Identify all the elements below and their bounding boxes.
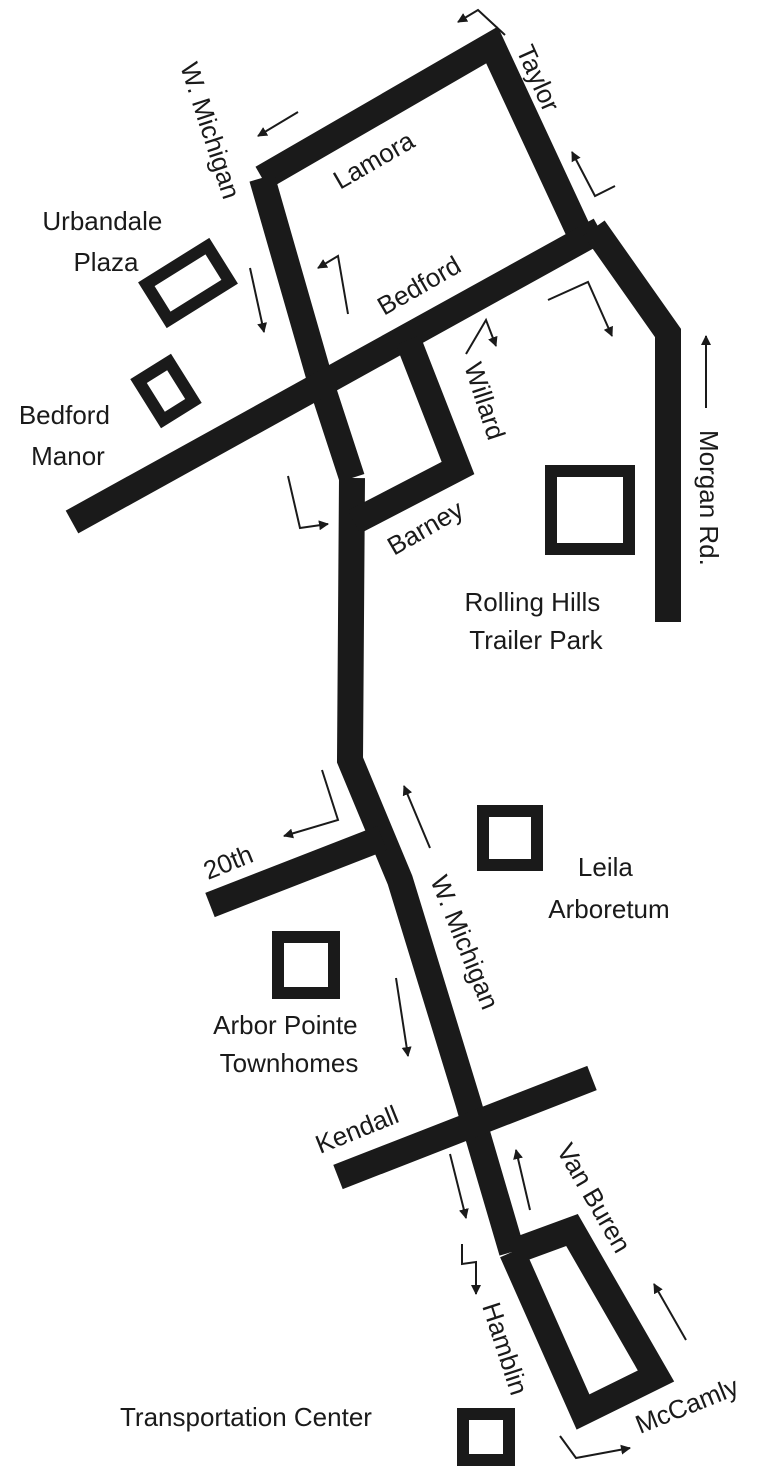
label-transportation-center: Transportation Center xyxy=(120,1402,372,1432)
label-arbor-pointe: Arbor Pointe Townhomes xyxy=(213,1010,365,1078)
road-20th xyxy=(205,825,387,918)
label-willard: Willard xyxy=(458,359,511,444)
arrow-bedford-up xyxy=(317,254,349,315)
arrow-mccamly-up xyxy=(653,1283,687,1341)
arrow-20th xyxy=(283,769,340,839)
rolling-hills-building xyxy=(545,465,635,555)
arrow-mccamly xyxy=(559,1435,631,1460)
road-w-michigan-main xyxy=(336,477,525,1256)
road-van-buren-loop xyxy=(500,1214,675,1430)
road-morgan xyxy=(583,220,681,622)
label-morgan: Morgan Rd. xyxy=(694,430,724,566)
urbandale-plaza-building xyxy=(138,237,238,329)
arrow-taylor-top xyxy=(457,8,506,36)
arrow-west-michigan-top xyxy=(257,111,299,137)
label-bedford-manor: Bedford Manor xyxy=(19,400,117,471)
arrow-willard xyxy=(465,317,498,355)
leila-arboretum-building xyxy=(477,805,543,871)
arrow-van-buren-up xyxy=(513,1149,531,1211)
arrow-bedford-right xyxy=(547,280,613,337)
arrow-taylor-up xyxy=(571,151,616,198)
road-w-michigan-north xyxy=(249,174,365,483)
label-urbandale-plaza: Urbandale Plaza xyxy=(42,206,169,277)
arrow-kendall-down xyxy=(449,1153,469,1219)
bedford-manor-building xyxy=(130,353,202,429)
arrow-w-michigan-up xyxy=(402,785,431,849)
road-willard-barney xyxy=(348,335,475,534)
arrow-w-michigan-down xyxy=(249,267,267,333)
road-lamora-loop xyxy=(255,26,590,236)
arbor-pointe-building xyxy=(272,931,340,999)
label-w-michigan-north: W. Michigan xyxy=(174,59,246,203)
label-rolling-hills: Rolling Hills Trailer Park xyxy=(464,587,607,655)
road-kendall xyxy=(333,1065,597,1190)
arrow-hamblin xyxy=(461,1244,481,1295)
arrow-arbor-down xyxy=(395,977,412,1057)
transportation-center-building xyxy=(457,1408,515,1466)
road-bedford xyxy=(65,218,607,534)
arrow-barney xyxy=(287,475,329,531)
label-leila-arboretum: Leila Arboretum xyxy=(548,852,669,924)
